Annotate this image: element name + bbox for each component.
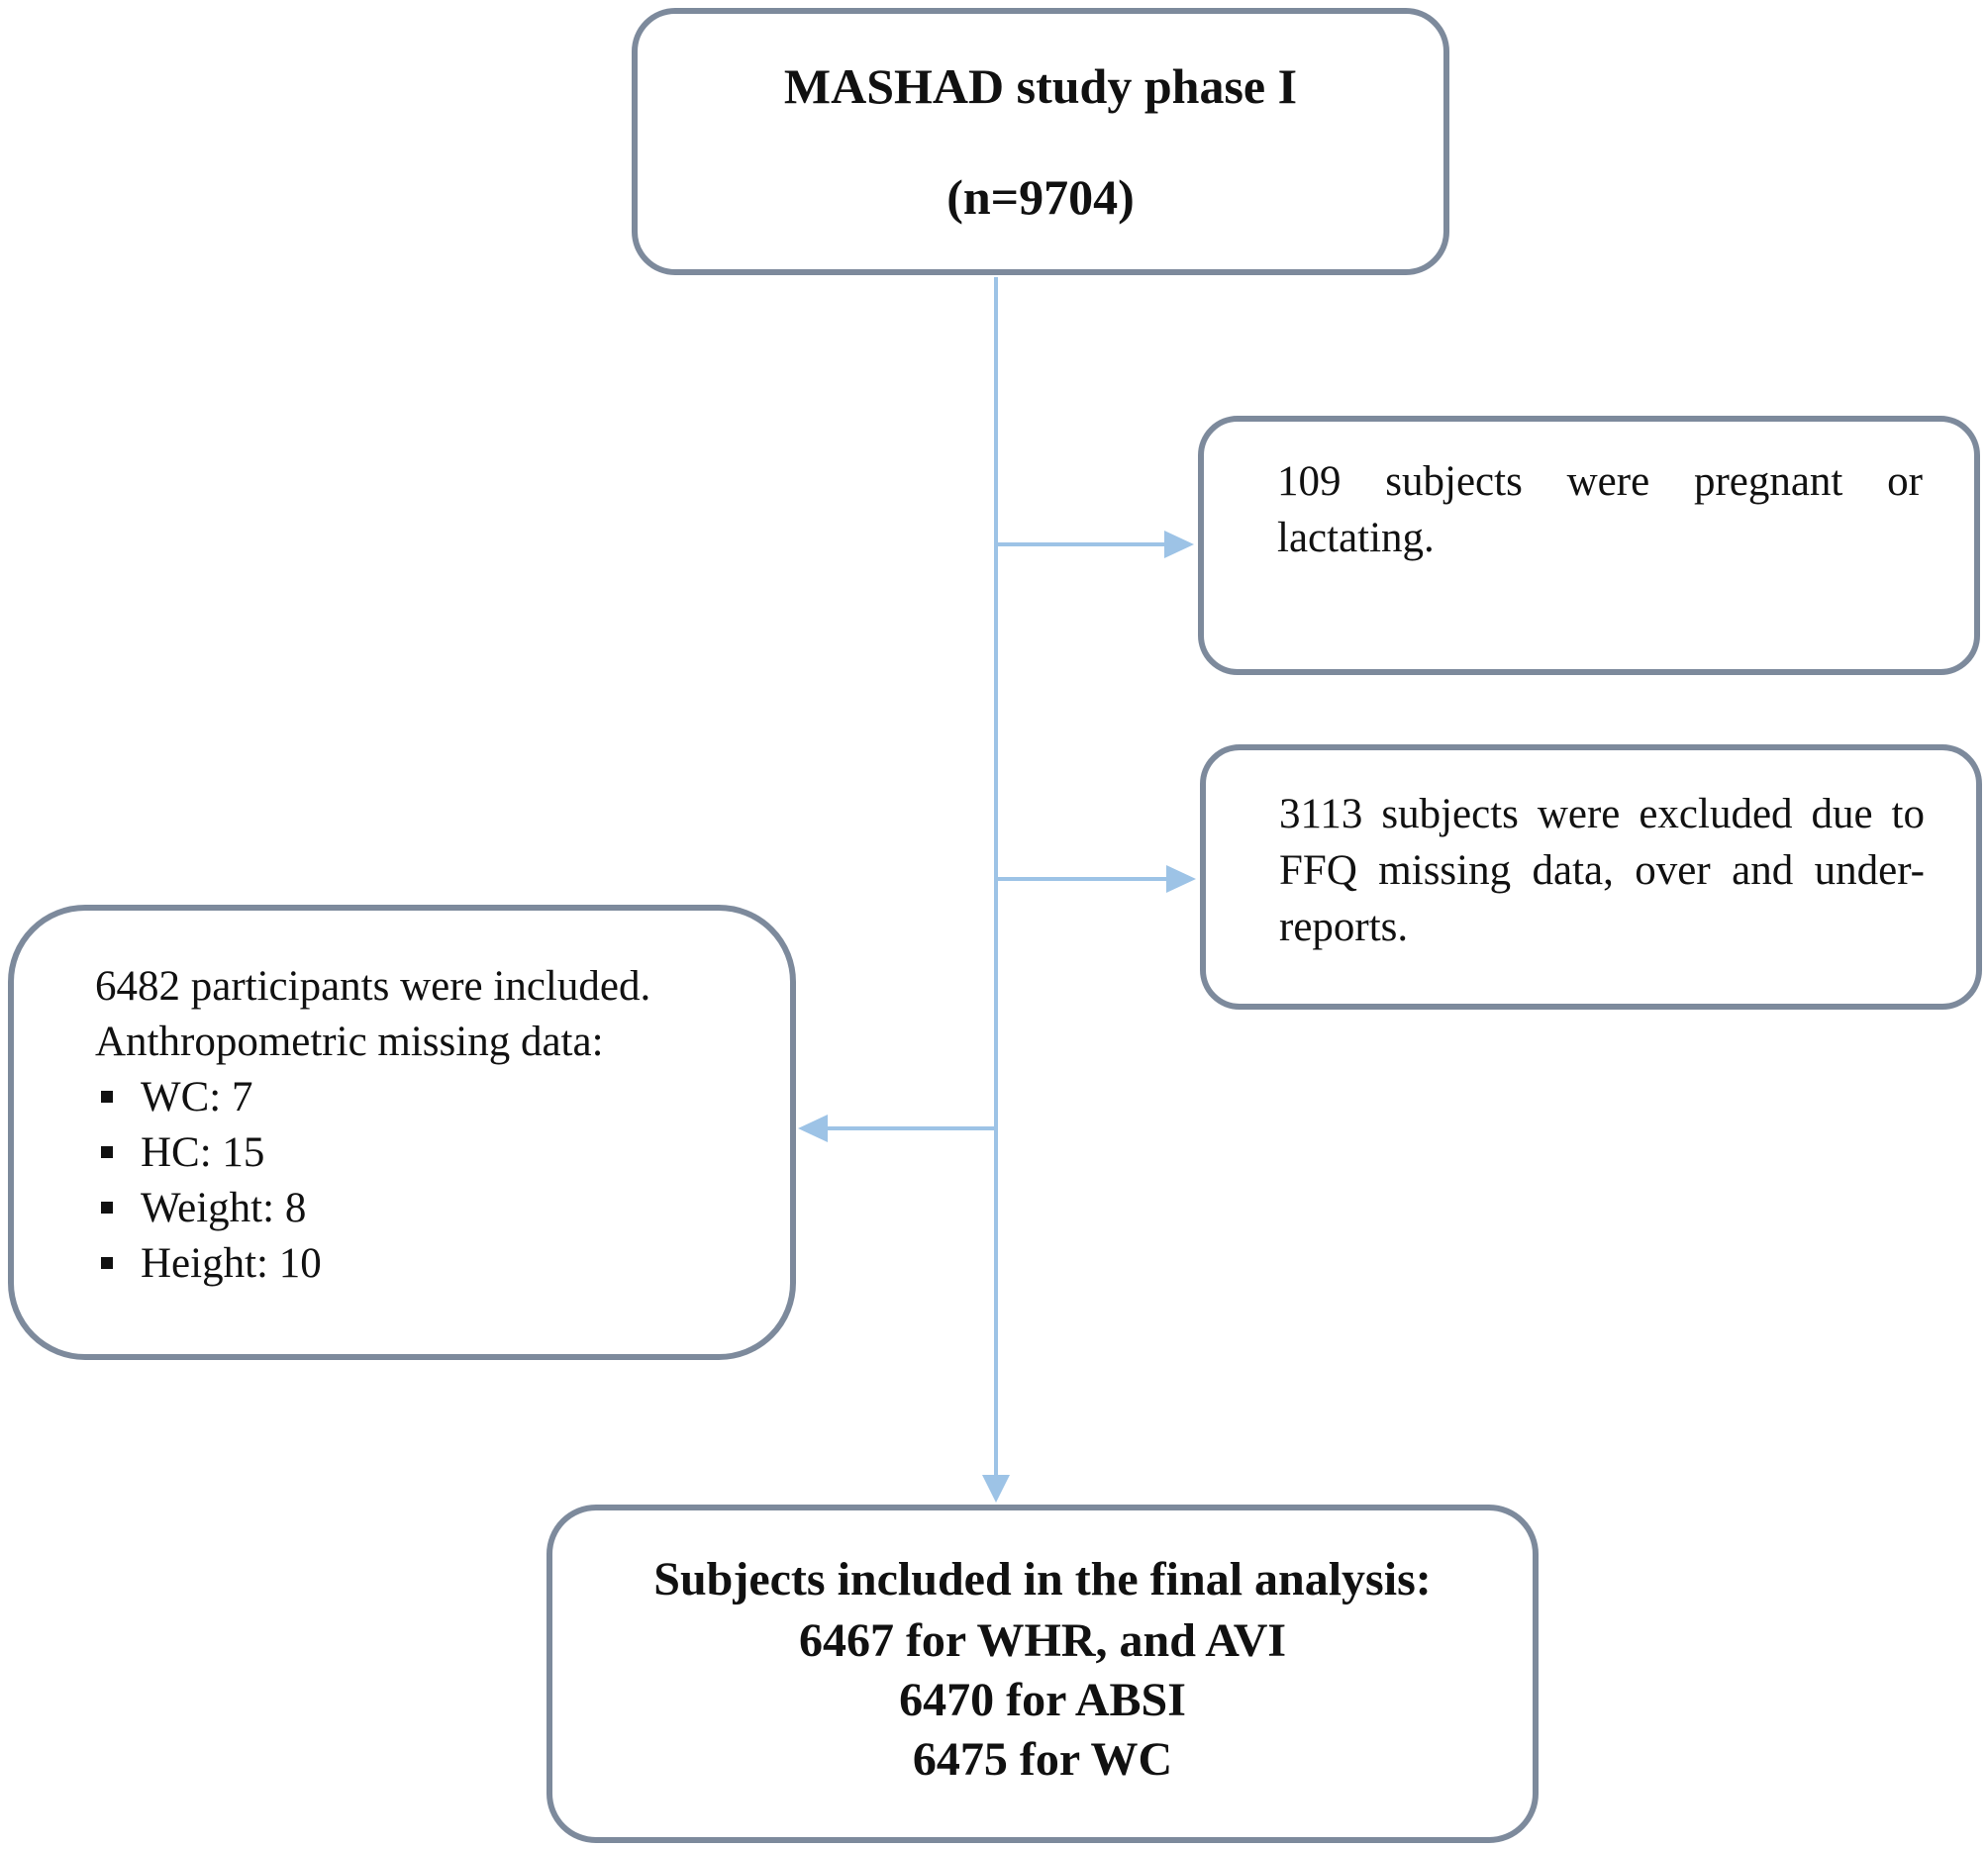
bullet-square-icon bbox=[101, 1091, 113, 1104]
final-analysis-line: 6475 for WC bbox=[912, 1733, 1173, 1786]
final-analysis-line: 6467 for WHR, and AVI bbox=[798, 1614, 1287, 1667]
bullet-item: Height: 10 bbox=[101, 1239, 322, 1288]
bullet-item: Weight: 8 bbox=[101, 1184, 306, 1232]
bullet-item: HC: 15 bbox=[101, 1128, 264, 1177]
exclusion-box-ffq: 3113 subjects were excluded due to FFQ m… bbox=[1200, 744, 1982, 1010]
bullet-square-icon bbox=[101, 1146, 113, 1159]
study-phase-title: MASHAD study phase I bbox=[783, 58, 1298, 114]
bullet-item-text: Height: 10 bbox=[141, 1240, 322, 1287]
arrowhead-left-included bbox=[798, 1115, 828, 1142]
arrowhead-down bbox=[982, 1475, 1010, 1503]
arrowhead-right-exclusion-1 bbox=[1164, 531, 1194, 558]
included-count-text: 6482 participants were included. bbox=[95, 963, 651, 1010]
exclusion-text-pregnant: 109 subjects were pregnant or lactating. bbox=[1277, 458, 1923, 561]
included-participants-box: 6482 participants were included. Anthrop… bbox=[8, 905, 796, 1360]
arrowhead-right-exclusion-2 bbox=[1166, 865, 1196, 893]
missing-data-heading: Anthropometric missing data: bbox=[95, 1019, 604, 1065]
bullet-item: WC: 7 bbox=[101, 1073, 252, 1121]
bullet-square-icon bbox=[101, 1202, 113, 1215]
study-phase-box: MASHAD study phase I (n=9704) bbox=[632, 8, 1449, 275]
exclusion-box-pregnant: 109 subjects were pregnant or lactating. bbox=[1198, 416, 1980, 675]
final-analysis-line: 6470 for ABSI bbox=[899, 1674, 1186, 1726]
study-phase-count: (n=9704) bbox=[946, 169, 1135, 225]
bullet-item-text: WC: 7 bbox=[141, 1074, 253, 1120]
bullet-square-icon bbox=[101, 1257, 113, 1270]
bullet-item-text: HC: 15 bbox=[141, 1129, 265, 1176]
exclusion-text-ffq: 3113 subjects were excluded due to FFQ m… bbox=[1279, 791, 1925, 950]
bullet-item-text: Weight: 8 bbox=[141, 1185, 307, 1231]
final-analysis-heading: Subjects included in the final analysis: bbox=[653, 1553, 1432, 1606]
final-analysis-box: Subjects included in the final analysis:… bbox=[547, 1505, 1539, 1843]
